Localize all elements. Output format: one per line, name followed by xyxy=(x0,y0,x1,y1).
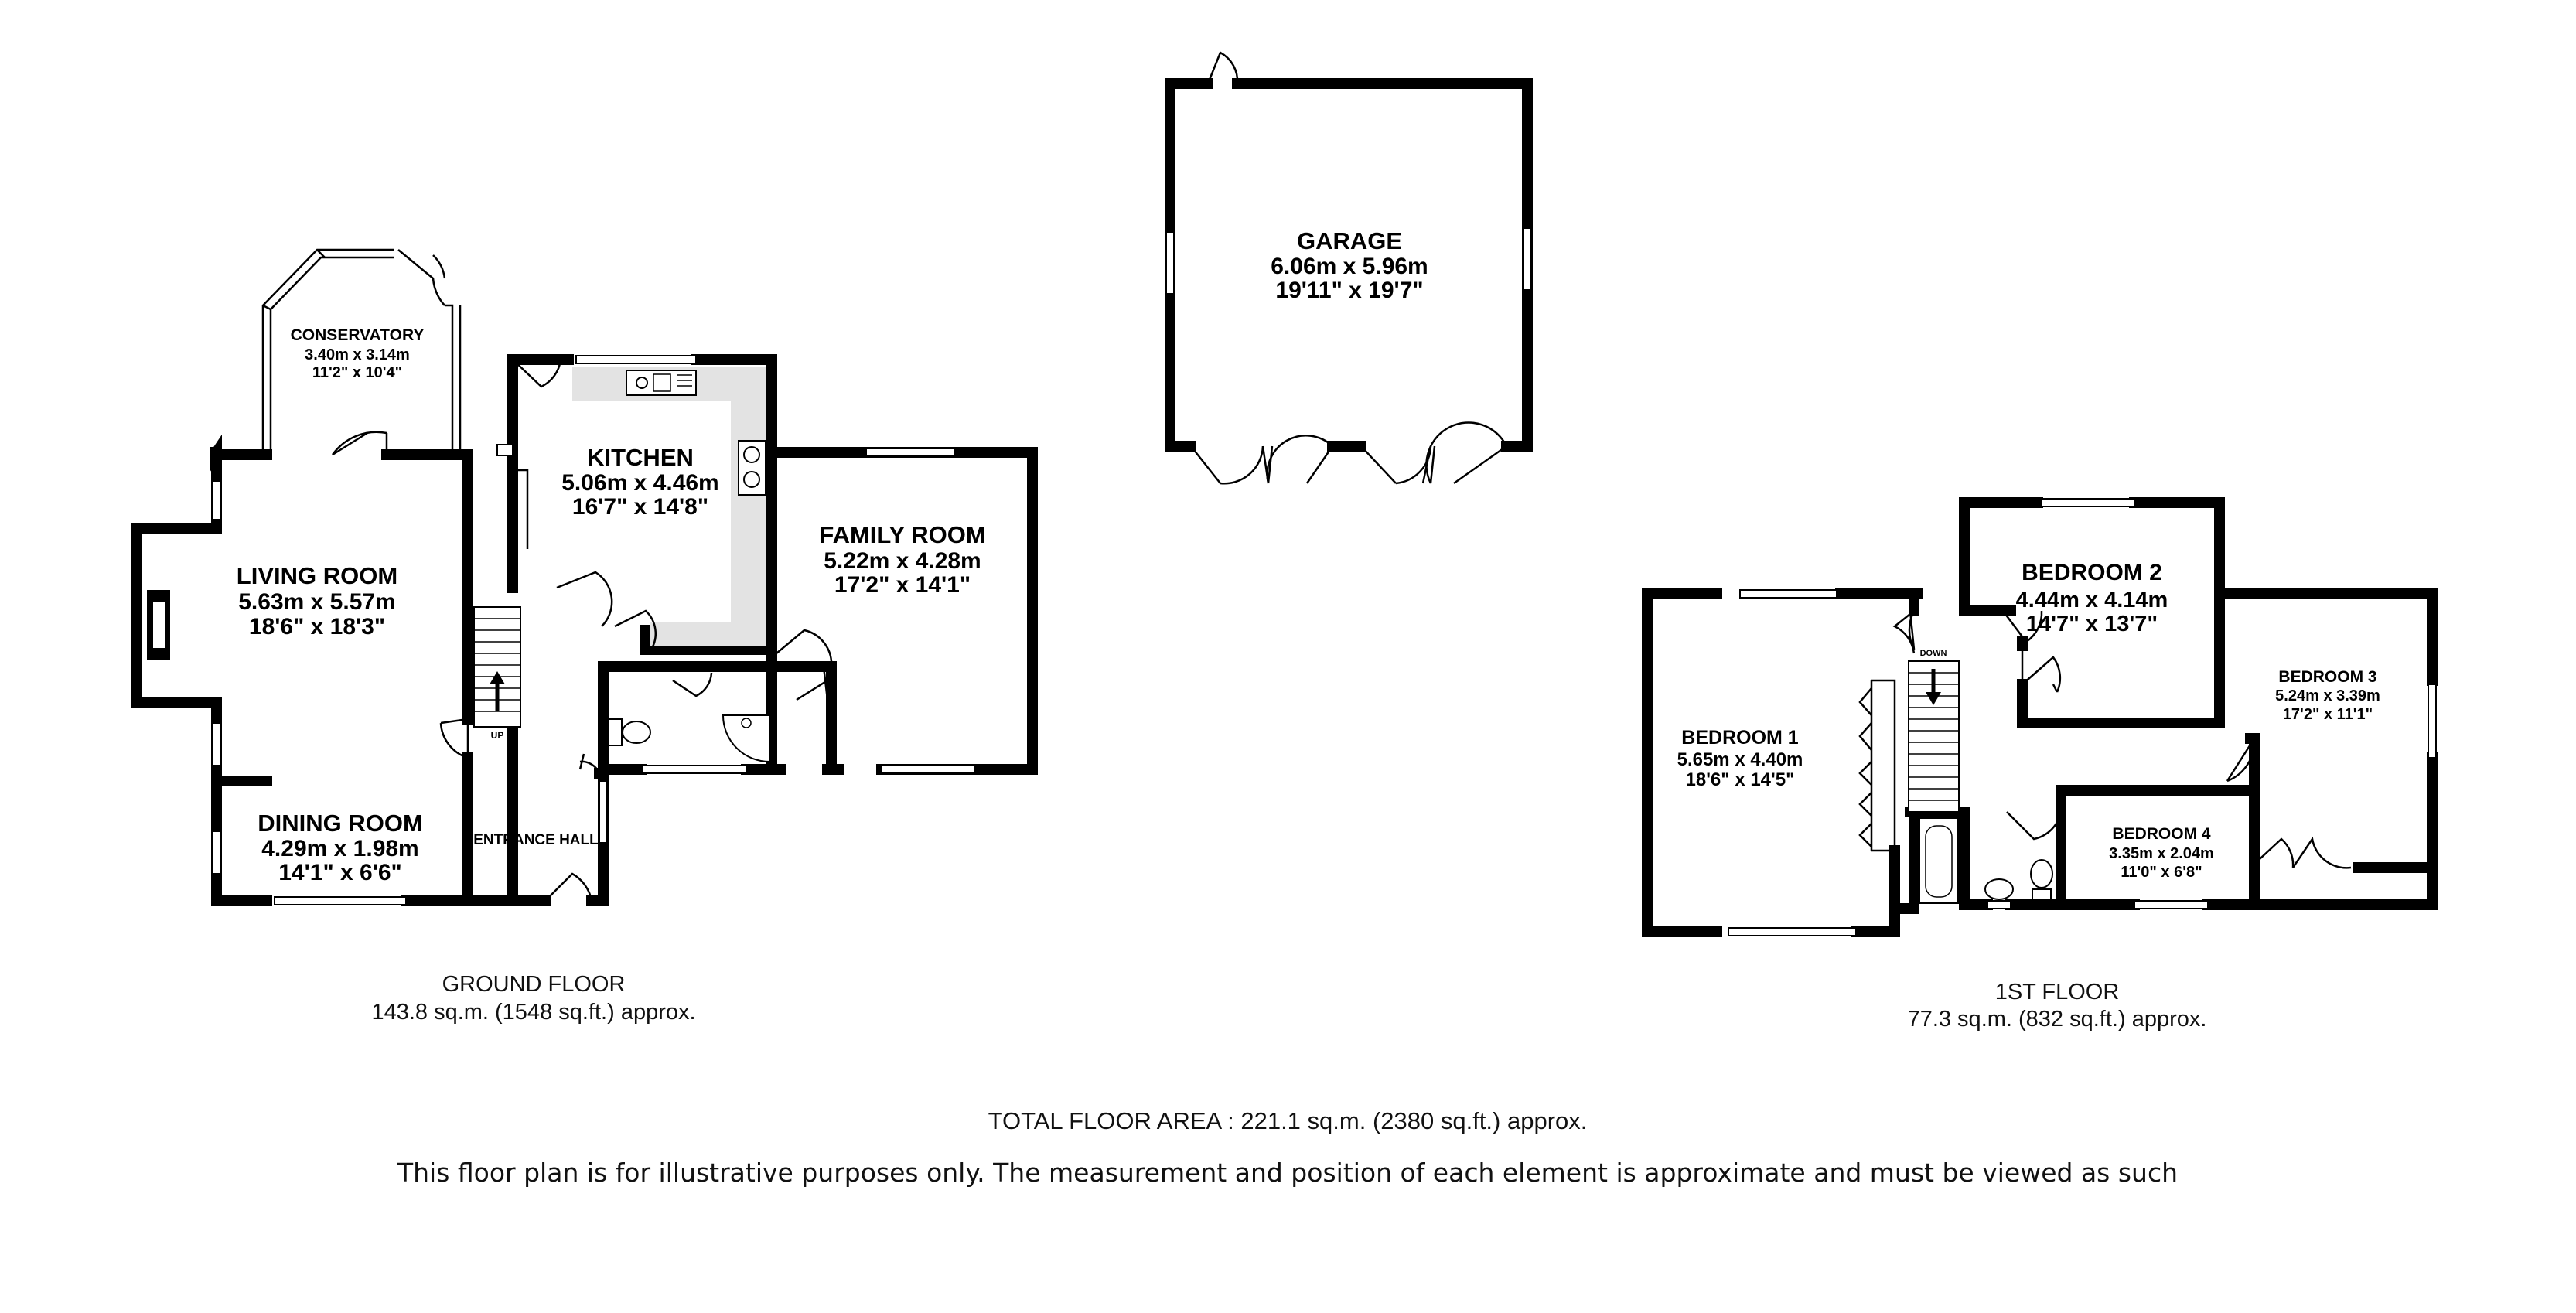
label-family-room: FAMILY ROOM 5.22m x 4.28m 17'2" x 14'1" xyxy=(819,521,985,598)
dining-room-imperial: 14'1" x 6'6" xyxy=(278,860,402,885)
label-kitchen: KITCHEN 5.06m x 4.46m 16'7" x 14'8" xyxy=(561,444,718,520)
bedroom-1-name: BEDROOM 1 xyxy=(1681,727,1799,749)
bedroom-2-name: BEDROOM 2 xyxy=(2022,560,2162,585)
label-bedroom-1: BEDROOM 1 5.65m x 4.40m 18'6" x 14'5" xyxy=(1677,727,1803,790)
conservatory-metric: 3.40m x 3.14m xyxy=(305,346,410,363)
living-room-name: LIVING ROOM xyxy=(237,562,397,589)
bedroom-3-metric: 5.24m x 3.39m xyxy=(2275,687,2380,704)
first-doors xyxy=(1892,610,2352,869)
stairs-down-label: DOWN xyxy=(1920,649,1947,658)
kitchen-name: KITCHEN xyxy=(587,444,694,471)
first-floor-title: 1ST FLOOR xyxy=(1995,980,2120,1004)
family-room-name: FAMILY ROOM xyxy=(819,521,985,548)
garage-walls xyxy=(1165,78,1533,452)
first-stairs xyxy=(1908,660,1960,813)
label-bedroom-2: BEDROOM 2 4.44m x 4.14m 14'7" x 13'7" xyxy=(2016,560,2168,636)
bedroom-1-imperial: 18'6" x 14'5" xyxy=(1686,769,1795,790)
dining-room-metric: 4.29m x 1.98m xyxy=(261,836,418,861)
stairs-up-label: UP xyxy=(491,730,504,741)
dining-room-name: DINING ROOM xyxy=(258,810,423,837)
garage-imperial: 19'11" x 19'7" xyxy=(1275,278,1423,303)
label-garage: GARAGE 6.06m x 5.96m 19'11" x 19'7" xyxy=(1271,227,1428,303)
garage-doors xyxy=(1190,51,1508,485)
wardrobes xyxy=(1858,679,1896,852)
ground-stairs xyxy=(473,606,521,728)
ground-wc xyxy=(607,714,770,763)
bathroom-fixtures xyxy=(1919,817,2053,904)
family-room-metric: 5.22m x 4.28m xyxy=(824,548,981,574)
bedroom-4-imperial: 11'0" x 6'8" xyxy=(2121,864,2202,881)
ground-floor-title: GROUND FLOOR xyxy=(442,972,626,997)
ground-doors xyxy=(439,359,833,902)
living-room-metric: 5.63m x 5.57m xyxy=(238,589,395,615)
label-conservatory: CONSERVATORY 3.40m x 3.14m 11'2" x 10'4" xyxy=(291,326,425,381)
conservatory-name: CONSERVATORY xyxy=(291,326,425,344)
kitchen-metric: 5.06m x 4.46m xyxy=(561,470,718,496)
label-dining-room: DINING ROOM 4.29m x 1.98m 14'1" x 6'6" xyxy=(258,810,423,885)
label-living-room: LIVING ROOM 5.63m x 5.57m 18'6" x 18'3" xyxy=(237,562,397,639)
label-bedroom-3: BEDROOM 3 5.24m x 3.39m 17'2" x 11'1" xyxy=(2275,668,2380,723)
garage-name: GARAGE xyxy=(1297,227,1402,254)
total-floor-area: TOTAL FLOOR AREA : 221.1 sq.m. (2380 sq.… xyxy=(988,1107,1588,1134)
entrance-hall-name: ENTRANCE HALL xyxy=(473,832,599,848)
bedroom-4-metric: 3.35m x 2.04m xyxy=(2109,845,2214,862)
conservatory-walls xyxy=(261,248,462,456)
label-bedroom-4: BEDROOM 4 3.35m x 2.04m 11'0" x 6'8" xyxy=(2109,825,2214,881)
bedroom-2-metric: 4.44m x 4.14m xyxy=(2016,588,2168,612)
bedroom-3-imperial: 17'2" x 11'1" xyxy=(2283,706,2373,723)
first-windows xyxy=(1728,498,2437,936)
bedroom-4-name: BEDROOM 4 xyxy=(2112,825,2211,843)
bedroom-1-metric: 5.65m x 4.40m xyxy=(1677,749,1803,770)
kitchen-fixtures xyxy=(572,367,766,646)
conservatory-imperial: 11'2" x 10'4" xyxy=(312,364,402,381)
bedroom-3-name: BEDROOM 3 xyxy=(2278,668,2376,686)
family-room-imperial: 17'2" x 14'1" xyxy=(834,572,971,598)
living-room-imperial: 18'6" x 18'3" xyxy=(249,614,385,639)
kitchen-imperial: 16'7" x 14'8" xyxy=(572,494,708,520)
first-floor-area: 77.3 sq.m. (832 sq.ft.) approx. xyxy=(1908,1007,2207,1032)
disclaimer: This floor plan is for illustrative purp… xyxy=(397,1158,2178,1188)
ground-windows xyxy=(212,355,975,905)
ground-floor-area: 143.8 sq.m. (1548 sq.ft.) approx. xyxy=(371,1000,695,1025)
bedroom-2-imperial: 14'7" x 13'7" xyxy=(2026,612,2158,636)
garage-metric: 6.06m x 5.96m xyxy=(1271,254,1428,279)
